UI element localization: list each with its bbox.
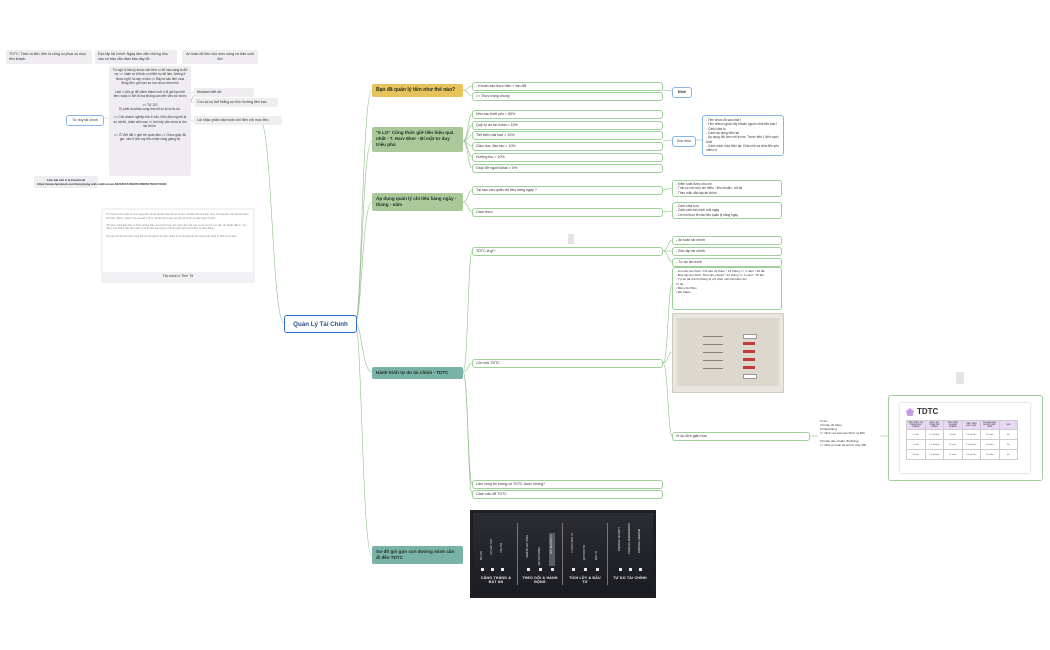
s4-item-1[interactable]: - An toàn tài chính bbox=[672, 236, 782, 245]
s1-leaf-1[interactable]: - Khoản sáo thực hiện + tần đổi bbox=[472, 82, 663, 91]
s4-leaf-milestones[interactable]: Cột mốc TDTC bbox=[472, 359, 663, 368]
left-note-3[interactable]: An toàn đủ tiền cho mức sống cơ bản cuối… bbox=[182, 50, 258, 64]
s2-leaf-3[interactable]: Tiết kiệm dài hạn = 10% bbox=[472, 131, 663, 140]
s4-note[interactable]: - An toàn tài chính: Chi tiêu tối thiểu … bbox=[672, 267, 782, 310]
section-1-title[interactable]: Bạn đã quản lý tiền như thế nào? bbox=[372, 84, 463, 97]
s2-side-label[interactable]: Góc nhìn bbox=[672, 136, 696, 147]
s4-item-3[interactable]: - Tự do tài chính bbox=[672, 258, 782, 267]
section-5-title[interactable]: Sơ đồ gói gọn con đường mình cần đi đến … bbox=[372, 546, 463, 565]
roadmap-image: NỢ XẤU LÃI SUẤT CAO TIÊU VỘI KIẾM BỘ GÂY… bbox=[473, 513, 653, 595]
s1-leaf-2[interactable]: => Thực trạng chung bbox=[472, 92, 663, 101]
roadmap-stage-2: THEO DÕI & HÀNH ĐỘNG bbox=[522, 576, 558, 584]
left-quote[interactable]: Từ ngữ & tâm lý thuộc vấn tiền: vì đủ hạ… bbox=[109, 66, 191, 176]
s3-leaf-2[interactable]: Cách thực bbox=[472, 208, 663, 217]
s4-example-label[interactable]: Ví dụ đơn giản hóa bbox=[672, 432, 810, 441]
s2-leaf-6[interactable]: Giúp đỡ người khác = 5% bbox=[472, 164, 663, 173]
s4-leaf-what[interactable]: TDTC là gì? bbox=[472, 247, 663, 256]
s1-side-note[interactable]: Minh bbox=[672, 87, 692, 98]
s2-side-note[interactable]: - Tiền chưa đủ sao chia? - Tiền nhiều ng… bbox=[702, 115, 784, 156]
left-list-3[interactable]: Lội nhậc phần đạt trước khi đến với mục … bbox=[194, 116, 282, 125]
scroll-hint-right[interactable] bbox=[956, 372, 964, 384]
left-list-2[interactable]: Con số cụ thể thẳng sự tính hướng tiền b… bbox=[194, 98, 278, 107]
s3-note-2[interactable]: - Cách chia lọ tọ - Cách xem tài chính m… bbox=[672, 202, 782, 219]
left-card[interactable]: Tài chính là việc quản lý và sử dụng tiề… bbox=[101, 208, 255, 283]
card-text: Tài chính là việc quản lý và sử dụng tiề… bbox=[103, 210, 253, 272]
s4-example-note[interactable]: Ví dụ: Chi tiêu tối thiểu: 5 triệu/tháng… bbox=[820, 419, 867, 448]
scroll-hint-top[interactable] bbox=[568, 234, 574, 244]
roadmap-stage-1: CĂNG THẲNG & BẤT AN bbox=[480, 576, 512, 584]
s4-leaf-how[interactable]: Cách nào để TDTC bbox=[472, 490, 663, 499]
tdtc-title: TDTC bbox=[917, 407, 939, 416]
s2-leaf-2[interactable]: Quỹ tự do tài chính = 10% bbox=[472, 121, 663, 130]
left-list-1[interactable]: Mindset biết đủ bbox=[194, 88, 254, 97]
pentagon-icon bbox=[906, 408, 914, 416]
central-topic[interactable]: Quản Lý Tài Chính bbox=[284, 315, 357, 333]
left-note-2[interactable]: Độc lập tài chính: Ngay làm việc những n… bbox=[95, 50, 177, 64]
left-note-1[interactable]: TDTC: Tách ra tiền, tiền là công cụ phục… bbox=[6, 50, 92, 64]
s2-leaf-5[interactable]: Hưởng thụ = 10% bbox=[472, 153, 663, 162]
left-link[interactable]: Link bài viết ở lạ Facebook https://www.… bbox=[34, 176, 167, 189]
section-2-title[interactable]: "6 LỌ" Công thức giữ tiền hiệu quả nhất … bbox=[372, 127, 463, 152]
s4-leaf-salary[interactable]: Làm công ăn lương có TDTC được không? bbox=[472, 480, 663, 489]
roadmap-stage-4: TỰ DO TÀI CHÍNH bbox=[613, 576, 647, 580]
s4-item-2[interactable]: - Độc lập tài chính bbox=[672, 247, 782, 256]
milestone-screenshot bbox=[672, 313, 784, 393]
left-main-label[interactable]: Tư duy tài chính bbox=[66, 115, 104, 126]
s3-leaf-1[interactable]: Tại sao cần quản chi tiêu hàng ngày ? bbox=[472, 186, 663, 195]
card-caption: Tài chính ≠ Tiền Tệ bbox=[162, 274, 194, 278]
s2-leaf-1[interactable]: Nhu cầu thiết yếu = 55% bbox=[472, 110, 663, 119]
s3-note-1[interactable]: - Kiểm soát được chu chi - Tính so với m… bbox=[672, 180, 782, 197]
s2-leaf-4[interactable]: Giáo dục, đào tạo = 10% bbox=[472, 142, 663, 151]
section-4-title[interactable]: Hành trình tự do tài chính - TDTC bbox=[372, 367, 463, 380]
roadmap-stage-3: TÍCH LŨY & ĐẦU TƯ bbox=[569, 576, 601, 584]
section-3-title[interactable]: Áp dụng quản lý chi tiêu hàng ngày - thá… bbox=[372, 193, 463, 212]
